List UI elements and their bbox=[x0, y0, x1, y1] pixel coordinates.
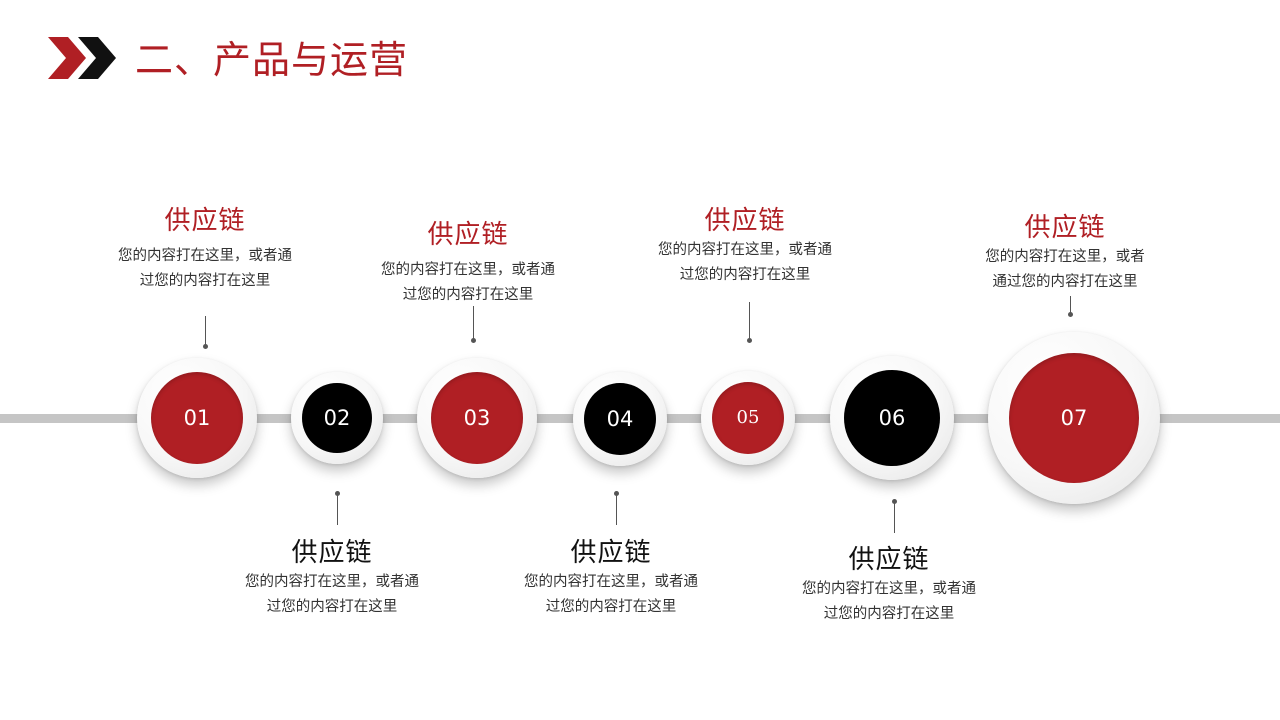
connector-dot-02 bbox=[335, 491, 340, 496]
node-number: 02 bbox=[323, 405, 351, 430]
label-heading: 供应链 bbox=[427, 220, 509, 250]
label-line-2: 过您的内容打在这里 bbox=[402, 287, 534, 303]
node-number: 04 bbox=[606, 406, 634, 431]
label-heading: 供应链 bbox=[164, 206, 246, 236]
label-line-2: 过您的内容打在这里 bbox=[679, 267, 811, 283]
node-number: 05 bbox=[736, 407, 760, 428]
label-description: 您的内容打在这里，或者通 过您的内容打在这里 bbox=[501, 570, 721, 620]
connector-dot-04 bbox=[614, 491, 619, 496]
timeline-node-01: 01 bbox=[151, 372, 243, 464]
connector-dot-07 bbox=[1068, 312, 1073, 317]
connector-04 bbox=[616, 495, 617, 525]
timeline-label-05: 供应链 您的内容打在这里，或者通 过您的内容打在这里 bbox=[635, 204, 855, 288]
label-line-2: 过您的内容打在这里 bbox=[545, 599, 677, 615]
label-description: 您的内容打在这里，或者通 过您的内容打在这里 bbox=[635, 238, 855, 288]
label-heading: 供应链 bbox=[848, 545, 930, 575]
connector-01 bbox=[205, 316, 206, 346]
label-line-1: 您的内容打在这里，或者通 bbox=[802, 581, 976, 597]
timeline-node-06: 06 bbox=[844, 370, 940, 466]
node-number: 06 bbox=[878, 405, 906, 430]
label-description: 您的内容打在这里，或者通 过您的内容打在这里 bbox=[95, 244, 315, 294]
label-description: 您的内容打在这里，或者通 过您的内容打在这里 bbox=[222, 570, 442, 620]
timeline-label-06: 供应链 您的内容打在这里，或者通 过您的内容打在这里 bbox=[779, 543, 999, 627]
label-line-1: 您的内容打在这里，或者通 bbox=[658, 242, 832, 258]
label-line-2: 过您的内容打在这里 bbox=[266, 599, 398, 615]
connector-dot-05 bbox=[747, 338, 752, 343]
connector-dot-06 bbox=[892, 499, 897, 504]
timeline-node-03: 03 bbox=[431, 372, 523, 464]
double-chevron-icon bbox=[48, 37, 116, 79]
timeline-label-01: 供应链 您的内容打在这里，或者通 过您的内容打在这里 bbox=[95, 204, 315, 294]
label-heading: 供应链 bbox=[570, 538, 652, 568]
label-line-1: 您的内容打在这里，或者通 bbox=[245, 574, 419, 590]
timeline-label-02: 供应链 您的内容打在这里，或者通 过您的内容打在这里 bbox=[222, 536, 442, 620]
connector-05 bbox=[749, 302, 750, 340]
label-line-2: 过您的内容打在这里 bbox=[823, 606, 955, 622]
timeline-node-05: 05 bbox=[712, 382, 784, 454]
label-line-1: 您的内容打在这里，或者通 bbox=[118, 248, 292, 264]
connector-02 bbox=[337, 495, 338, 525]
node-number: 07 bbox=[1060, 405, 1088, 430]
timeline-node-07: 07 bbox=[1009, 353, 1139, 483]
label-heading: 供应链 bbox=[704, 206, 786, 236]
timeline-label-07: 供应链 您的内容打在这里，或者 通过您的内容打在这里 bbox=[955, 211, 1175, 295]
label-description: 您的内容打在这里，或者通 过您的内容打在这里 bbox=[358, 258, 578, 308]
page-title: 二、产品与运营 bbox=[135, 38, 409, 82]
connector-03 bbox=[473, 306, 474, 340]
connector-dot-01 bbox=[203, 344, 208, 349]
label-line-1: 您的内容打在这里，或者通 bbox=[381, 262, 555, 278]
timeline-node-02: 02 bbox=[302, 383, 372, 453]
label-line-1: 您的内容打在这里，或者 bbox=[985, 249, 1145, 265]
connector-07 bbox=[1070, 296, 1071, 314]
label-description: 您的内容打在这里，或者通 过您的内容打在这里 bbox=[779, 577, 999, 627]
timeline-label-03: 供应链 您的内容打在这里，或者通 过您的内容打在这里 bbox=[358, 218, 578, 308]
timeline-node-04: 04 bbox=[584, 383, 656, 455]
label-heading: 供应链 bbox=[1024, 213, 1106, 243]
timeline-label-04: 供应链 您的内容打在这里，或者通 过您的内容打在这里 bbox=[501, 536, 721, 620]
label-description: 您的内容打在这里，或者 通过您的内容打在这里 bbox=[955, 245, 1175, 295]
label-line-2: 通过您的内容打在这里 bbox=[992, 274, 1138, 290]
node-number: 03 bbox=[463, 405, 491, 430]
connector-dot-03 bbox=[471, 338, 476, 343]
connector-06 bbox=[894, 503, 895, 533]
label-heading: 供应链 bbox=[291, 538, 373, 568]
label-line-1: 您的内容打在这里，或者通 bbox=[524, 574, 698, 590]
label-line-2: 过您的内容打在这里 bbox=[139, 273, 271, 289]
node-number: 01 bbox=[183, 405, 211, 430]
